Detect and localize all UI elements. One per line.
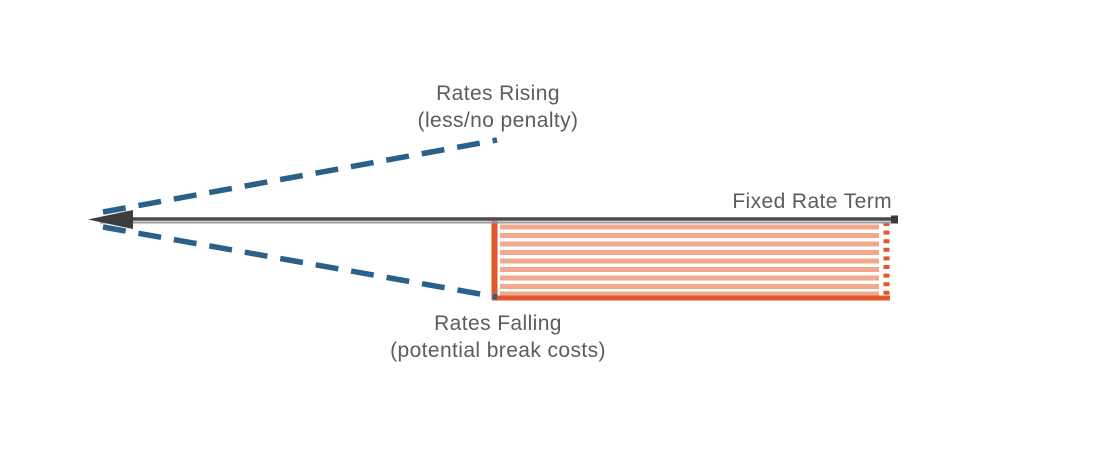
fixed-rate-term-label: Fixed Rate Term: [732, 190, 892, 213]
rates-rising-label-line1: Rates Rising: [436, 82, 560, 105]
rates-rising-dashed-line: [102, 137, 498, 215]
rates-rising-label-line2: (less/no penalty): [417, 109, 579, 132]
rates-falling-dashed-line: [102, 224, 498, 300]
hatch-fill-group: [500, 224, 879, 296]
axis-end-cap: [891, 215, 898, 224]
rates-falling-label-line1: Rates Falling: [434, 312, 562, 335]
left-arrowhead: [88, 210, 133, 229]
rates-falling-label-line2: (potential break costs): [390, 339, 606, 362]
rates-rising-label: Rates Rising (less/no penalty): [298, 80, 698, 134]
rates-falling-label: Rates Falling (potential break costs): [298, 310, 698, 364]
